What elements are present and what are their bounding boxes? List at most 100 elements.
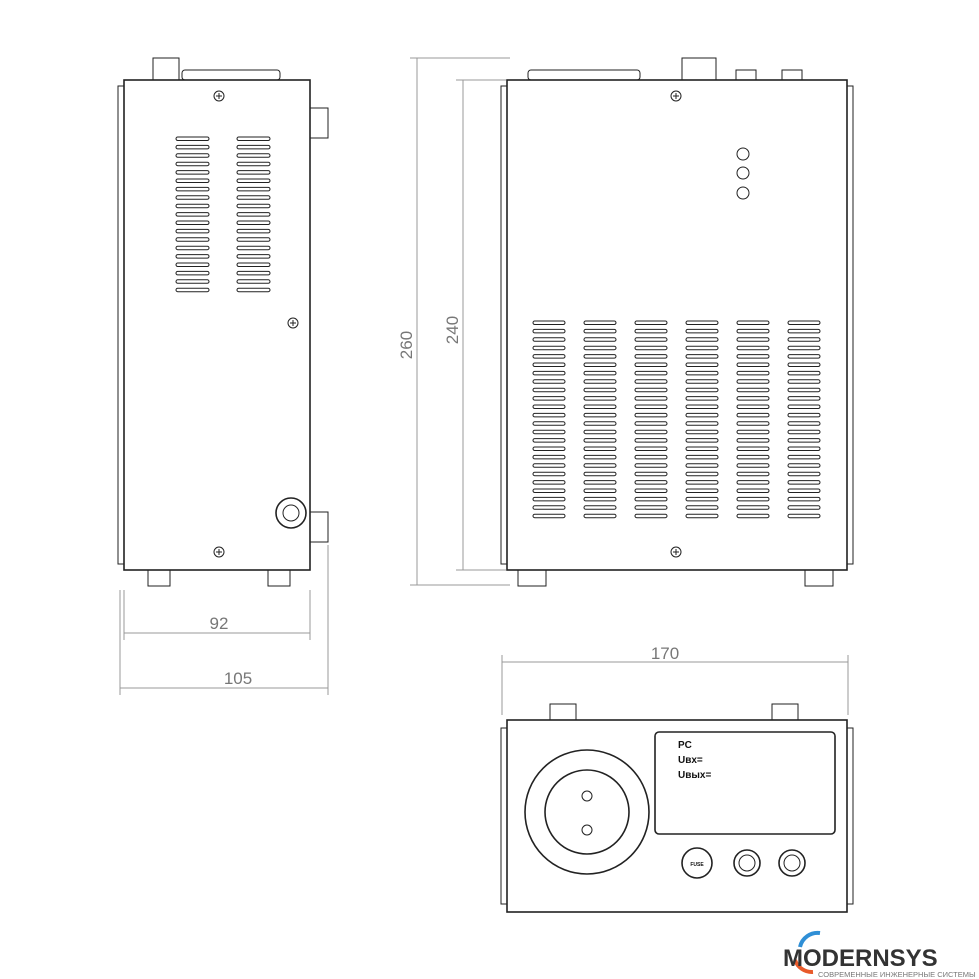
vent-slot (532, 421, 566, 426)
vent-slot (685, 454, 719, 460)
vent-slot (236, 270, 271, 276)
front-view (500, 57, 854, 587)
vent-slot (736, 480, 770, 485)
vent-slot (634, 345, 668, 351)
vent-slot (787, 488, 821, 493)
vent-slot (634, 513, 668, 519)
fuse-knob (681, 847, 713, 879)
vent-slot (175, 170, 210, 175)
vent-slot (583, 370, 617, 376)
vent-slot (736, 446, 770, 451)
vent-slot (175, 161, 210, 167)
vent-slot (634, 480, 668, 485)
vent-slot (532, 513, 566, 519)
vent-slot (236, 212, 271, 217)
vent-slot (532, 328, 566, 334)
vent-slot (532, 387, 566, 393)
vent-slot (736, 463, 770, 468)
vent-slot (736, 505, 770, 510)
dim-260: 260 (397, 331, 416, 359)
dim-92: 92 (210, 614, 229, 633)
vent-slot (583, 438, 617, 443)
vent-slot (787, 429, 821, 435)
vent-slot (685, 446, 719, 451)
vent-slot (685, 370, 719, 376)
vent-slot (787, 396, 821, 401)
vent-slot (583, 513, 617, 519)
vent-slot (634, 488, 668, 493)
vent-slot (634, 362, 668, 367)
vent-slot (736, 454, 770, 460)
vent-slot (787, 387, 821, 393)
vent-slot (736, 404, 770, 409)
vent-slot (175, 203, 210, 209)
vent-slot (634, 496, 668, 502)
vent-slot (532, 471, 566, 477)
vent-slot (583, 454, 617, 460)
vent-slot (634, 438, 668, 443)
dim-240: 240 (443, 316, 462, 344)
vent-slot (175, 144, 210, 150)
vent-slot (583, 471, 617, 477)
fuse-holder (275, 497, 307, 529)
display-panel (654, 731, 836, 835)
vent-slot (532, 354, 566, 359)
fuse-label: FUSE (690, 862, 704, 868)
vent-slot (685, 471, 719, 477)
dimensions: 260 240 92 105 170 (119, 57, 849, 715)
vent-slot (736, 337, 770, 342)
vent-slot (236, 161, 271, 167)
vent-slot (736, 438, 770, 443)
vent-slot (787, 412, 821, 418)
vent-slot (736, 412, 770, 418)
vent-slot (787, 362, 821, 367)
vent-slot (532, 505, 566, 510)
vent-slot (583, 496, 617, 502)
foot (517, 569, 547, 587)
display-line-uout: Uвых= (678, 770, 711, 781)
vent-slot (787, 480, 821, 485)
vent-slot (236, 279, 271, 284)
vent-slot (736, 488, 770, 493)
vent-slot (532, 438, 566, 443)
vent-slot (236, 136, 271, 141)
vent-slot (532, 396, 566, 401)
vent-slot (175, 228, 210, 234)
handle (181, 69, 281, 81)
vent-slot (532, 404, 566, 409)
vent-slot (532, 463, 566, 468)
vent-slot (634, 463, 668, 468)
vent-slot (736, 370, 770, 376)
terminal (733, 849, 761, 877)
vent-slot (787, 513, 821, 519)
vent-slot (175, 279, 210, 284)
vent-slot (175, 270, 210, 276)
vent-slot (532, 429, 566, 435)
vent-slot (532, 320, 566, 325)
vent-slot (175, 254, 210, 259)
vent-slot (736, 513, 770, 519)
vent-slot (532, 488, 566, 493)
vent-slot (236, 254, 271, 259)
vent-slot (685, 480, 719, 485)
terminal (778, 849, 806, 877)
vent-slot (685, 379, 719, 384)
vent-slot (175, 153, 210, 158)
vent-slot (175, 186, 210, 192)
vent-slot (236, 170, 271, 175)
vent-slot (236, 237, 271, 242)
vent-slot (175, 237, 210, 242)
vent-slot (175, 220, 210, 225)
vent-slot (634, 471, 668, 477)
vent-slot (583, 429, 617, 435)
vent-slot (236, 262, 271, 267)
vent-slot (787, 421, 821, 426)
vent-slot (583, 320, 617, 325)
vent-slot (685, 505, 719, 510)
vent-slot (736, 396, 770, 401)
vent-slot (236, 195, 271, 200)
vent-slot (532, 496, 566, 502)
vent-slot (175, 136, 210, 141)
vent-slot (532, 370, 566, 376)
vent-slot (685, 412, 719, 418)
